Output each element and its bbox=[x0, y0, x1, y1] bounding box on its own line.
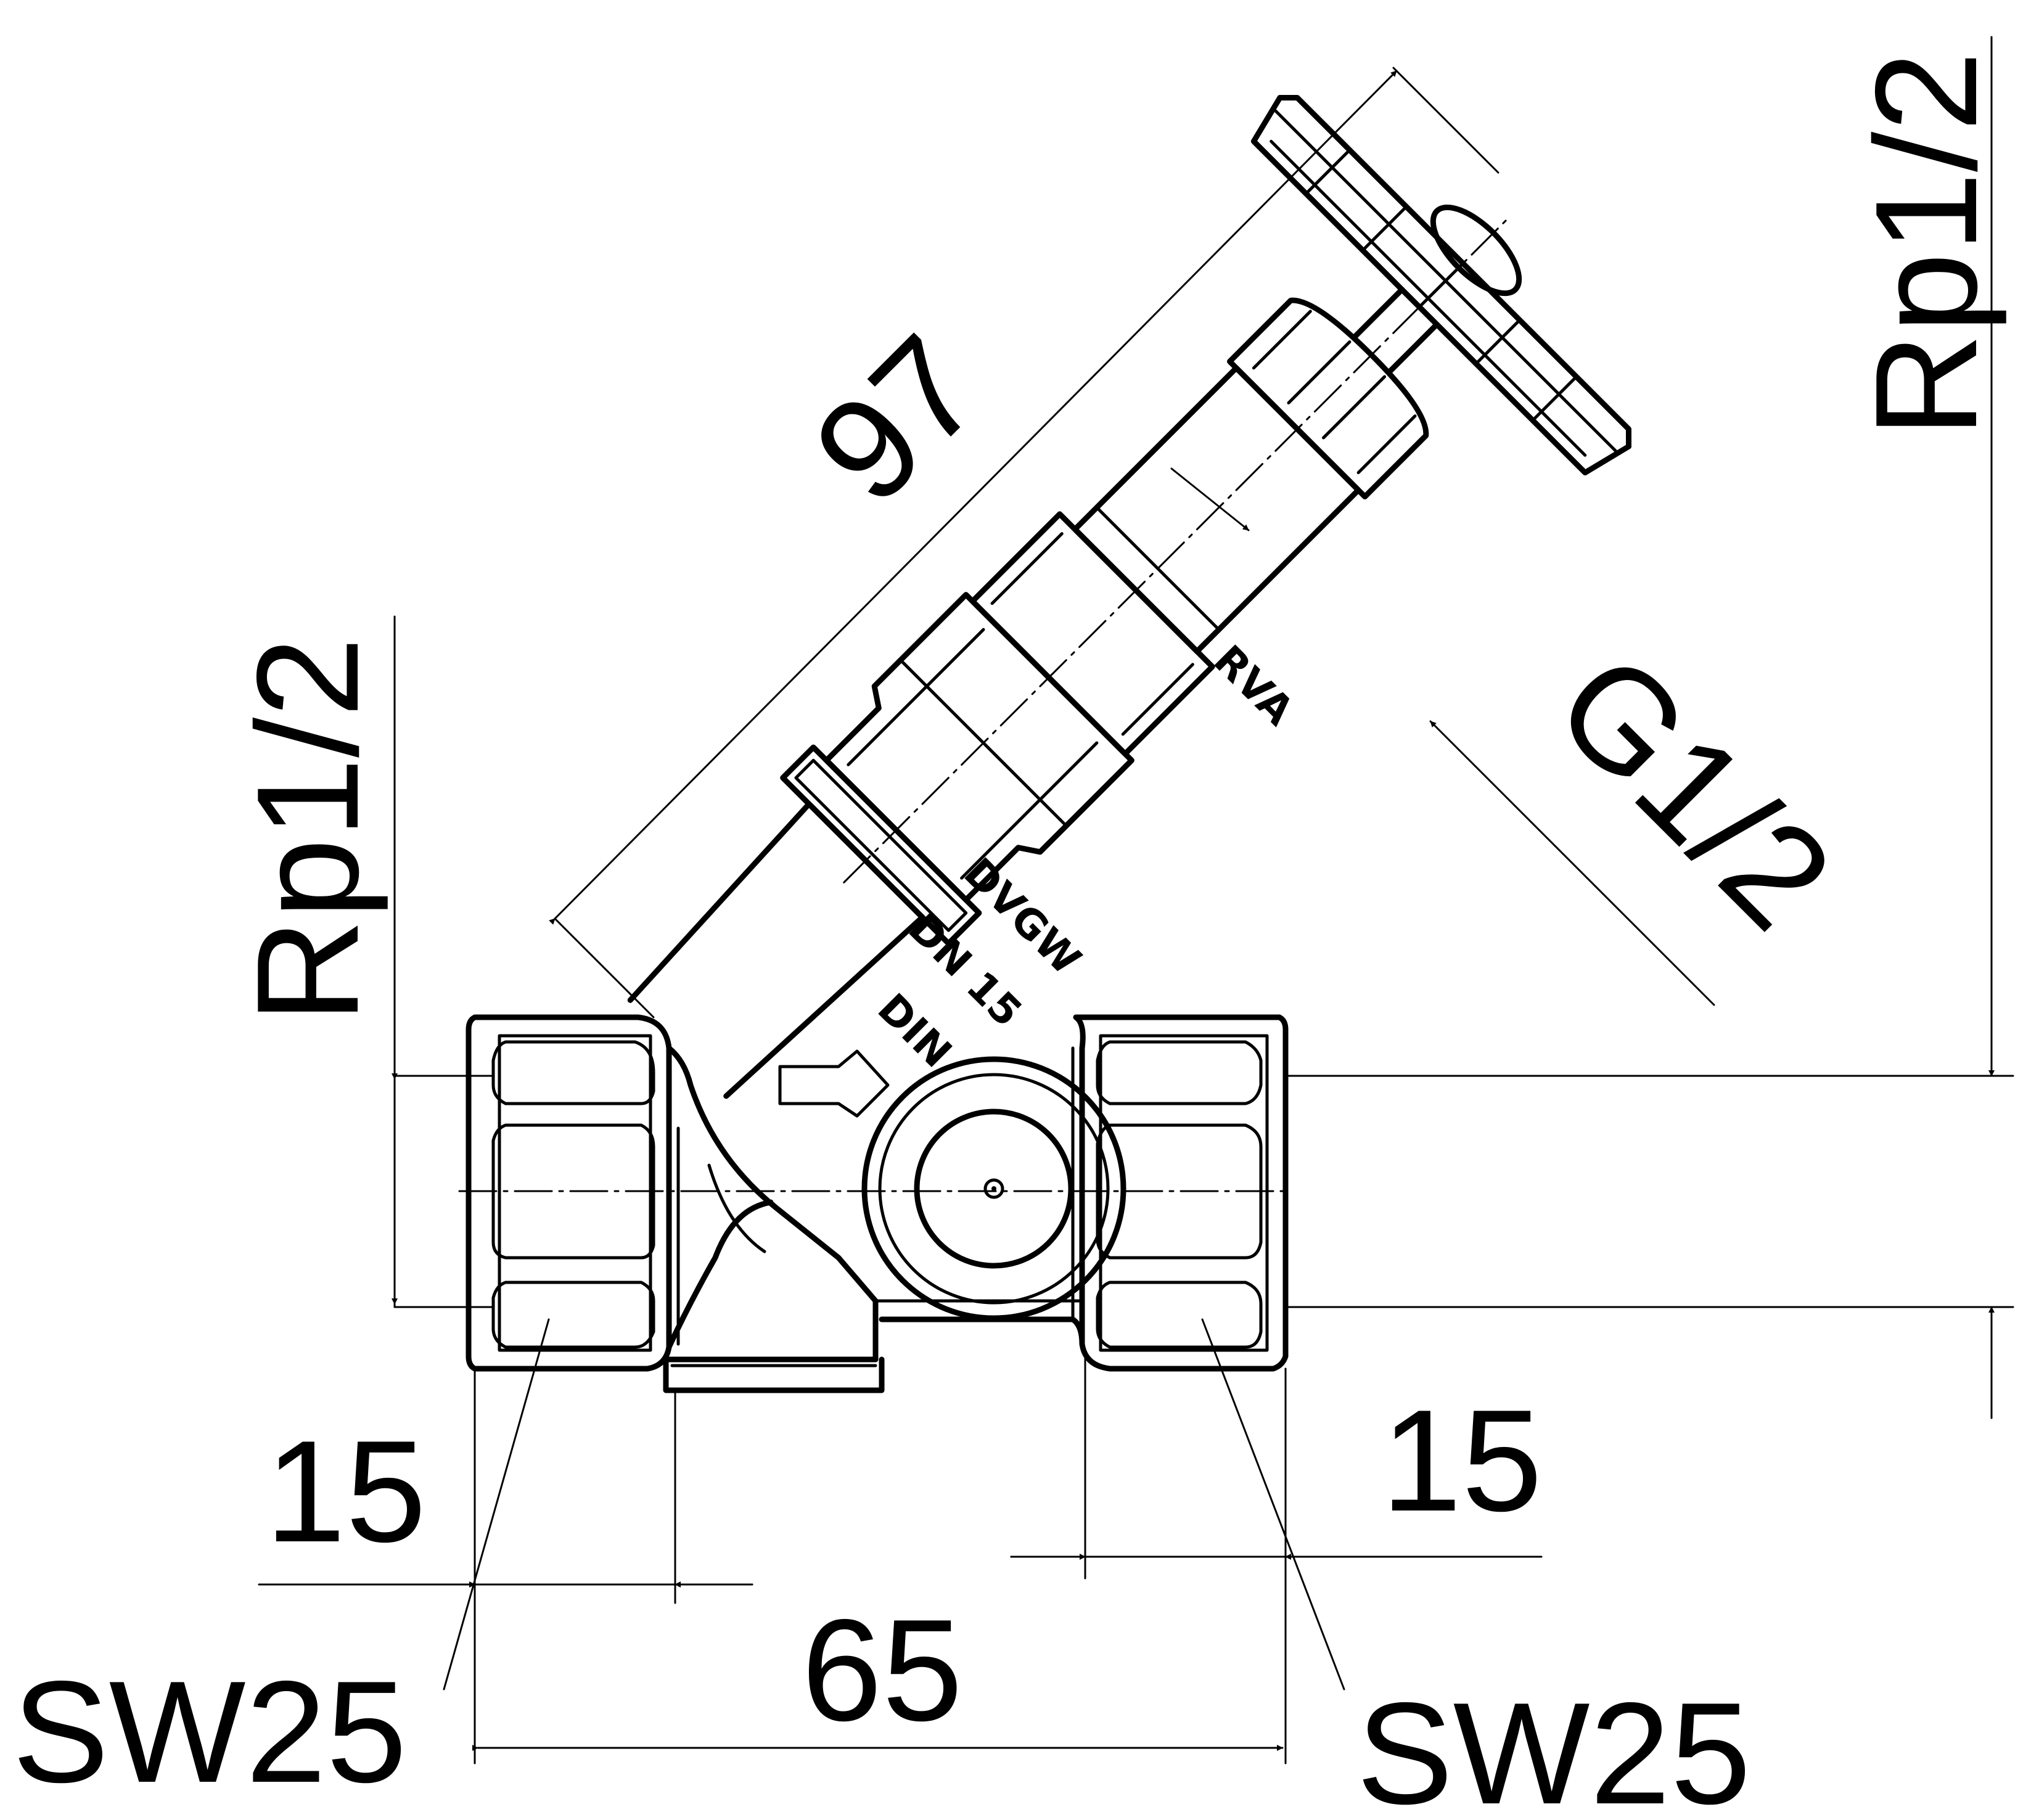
dim-rp12-right-label: Rp1/2 bbox=[1845, 51, 2007, 438]
dim-rp12-right bbox=[1284, 36, 2014, 1419]
right-hex-end bbox=[1073, 1014, 1289, 1372]
flow-arrow-icon bbox=[778, 1049, 890, 1118]
dim-97-label: 97 bbox=[782, 305, 1011, 534]
dim-15-left-label: 15 bbox=[265, 1410, 426, 1572]
bonnet-marking: RVA bbox=[1205, 636, 1303, 734]
extension-lines bbox=[474, 1355, 1287, 1765]
bonnet-assembly bbox=[627, 95, 1631, 1099]
valve-body bbox=[466, 1014, 1289, 1393]
dim-97 bbox=[549, 67, 1500, 1019]
dim-g12-label: G1/2 bbox=[1526, 622, 1863, 959]
sw25-right-leader bbox=[1201, 1318, 1345, 1691]
body-marking-line3: DIN bbox=[869, 985, 961, 1077]
dim-rp12-left bbox=[392, 615, 494, 1308]
dim-65-label: 65 bbox=[802, 1589, 962, 1751]
sw25-left-label: SW25 bbox=[12, 1650, 407, 1813]
dim-rp12-left-label: Rp1/2 bbox=[226, 637, 388, 1023]
sw25-right-label: SW25 bbox=[1356, 1672, 1751, 1820]
sw25-left-leader bbox=[443, 1318, 550, 1691]
dim-g12 bbox=[1170, 467, 1715, 1006]
dim-15-right-label: 15 bbox=[1381, 1379, 1542, 1541]
left-hex-end bbox=[466, 1014, 672, 1372]
front-plug bbox=[861, 1056, 1126, 1321]
